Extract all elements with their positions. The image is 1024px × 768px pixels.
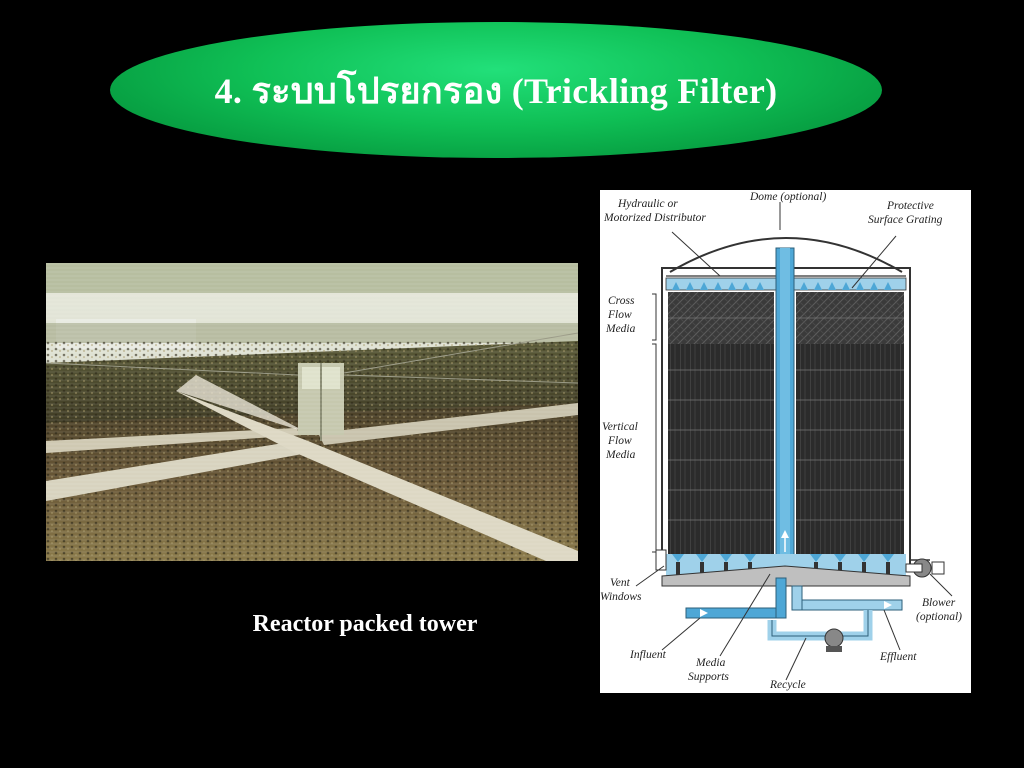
label-cross-3: Media [605, 323, 636, 335]
label-effluent: Effluent [879, 651, 917, 663]
label-media-supports-1: Media [695, 657, 726, 669]
label-influent: Influent [629, 649, 667, 661]
photo-caption: Reactor packed tower [252, 611, 478, 637]
packed-tower-diagram: Hydraulic or Motorized Distributor Dome … [600, 190, 971, 693]
label-protective-1: Protective [886, 200, 934, 212]
label-protective-2: Surface Grating [868, 214, 943, 226]
label-vertical-3: Media [605, 449, 636, 461]
label-vent-1: Vent [610, 577, 631, 589]
label-hydraulic-distributor-2: Motorized Distributor [603, 212, 706, 224]
trickling-filter-photo [46, 263, 578, 561]
slide-title: 4. ระบบโปรยกรอง (Trickling Filter) [214, 70, 778, 111]
label-media-supports-2: Supports [688, 671, 729, 683]
label-vertical-1: Vertical [602, 421, 638, 433]
label-dome: Dome (optional) [749, 191, 827, 203]
label-vertical-2: Flow [607, 435, 632, 447]
label-vent-2: Windows [600, 591, 642, 603]
title-banner: 4. ระบบโปรยกรอง (Trickling Filter) [110, 22, 882, 158]
label-recycle: Recycle [769, 679, 806, 691]
label-hydraulic-distributor-1: Hydraulic or [617, 198, 678, 210]
label-cross-2: Flow [607, 309, 632, 321]
label-cross-1: Cross [608, 295, 635, 307]
label-blower-2: (optional) [916, 611, 962, 623]
label-blower-1: Blower [922, 597, 956, 609]
